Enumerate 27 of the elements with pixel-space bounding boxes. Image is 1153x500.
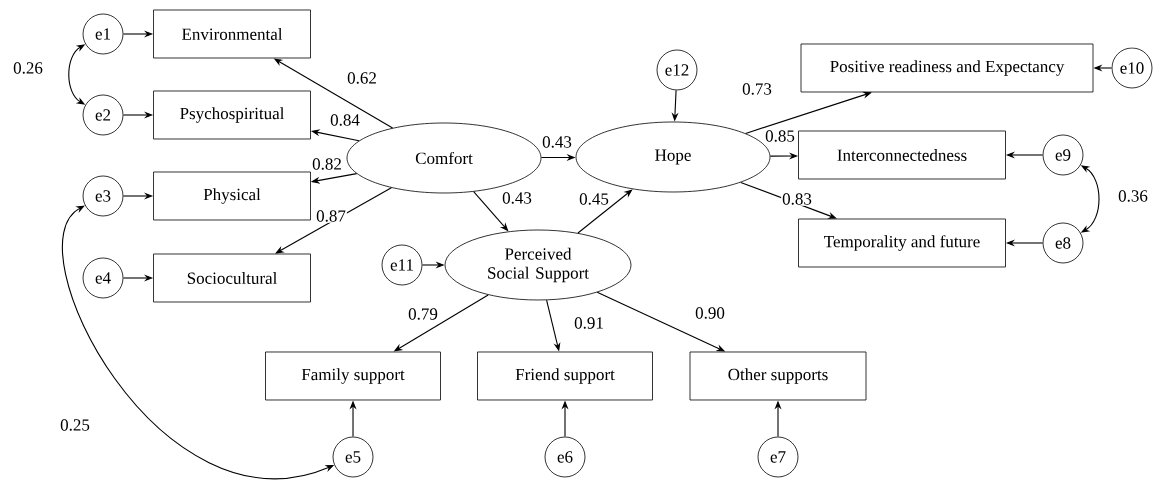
indicator-box: Positive readiness and Expectancy: [800, 43, 1094, 93]
edge-label: 0.45: [578, 192, 610, 206]
indicator-box: Psychospiritual: [153, 90, 311, 140]
edge-label: 0.43: [541, 135, 573, 149]
indicator-box: Friend support: [477, 351, 653, 401]
edge-label: 0.87: [315, 209, 347, 223]
indicator-box: Interconnectedness: [798, 130, 1006, 180]
indicator-box: Physical: [153, 171, 311, 221]
path-arrow: [745, 91, 872, 134]
path-arrow: [275, 187, 392, 254]
edge-label: 0.25: [59, 418, 91, 432]
edge-label: 0.62: [346, 71, 378, 85]
indicator-box: Other supports: [689, 351, 867, 401]
edge-label: 0.36: [1117, 189, 1149, 203]
indicator-box: Family support: [265, 351, 441, 401]
edge-label: 0.83: [781, 192, 813, 206]
edge-label: 0.90: [694, 306, 726, 320]
indicator-box: Temporality and future: [798, 218, 1006, 268]
edge-label: 0.26: [12, 61, 44, 75]
indicator-box: Environmental: [153, 9, 311, 59]
edge-label: 0.73: [741, 82, 773, 96]
edge-label: 0.82: [311, 157, 343, 171]
path-arrow: [577, 189, 633, 234]
edge-label: 0.43: [501, 191, 533, 205]
edge-label: 0.91: [573, 316, 605, 330]
indicator-box: Sociocultural: [153, 253, 311, 303]
edge-label: 0.79: [407, 307, 439, 321]
